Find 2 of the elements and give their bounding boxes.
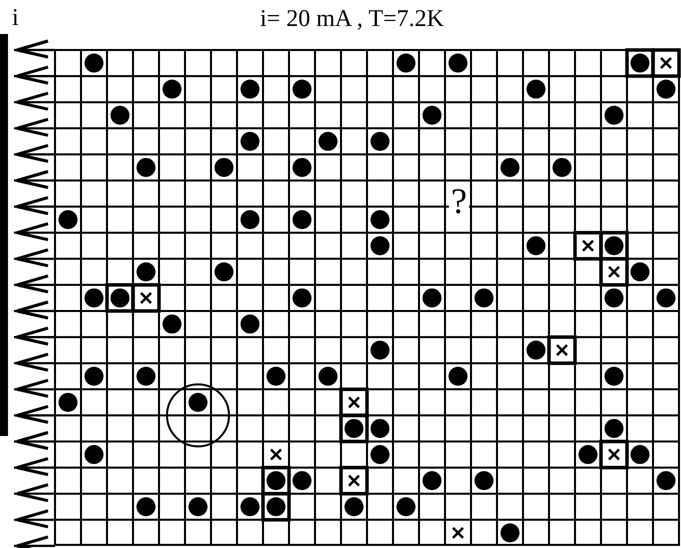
current-label: i (12, 6, 19, 30)
title-heading: i= 20 mA , T=7.2K (260, 7, 444, 31)
